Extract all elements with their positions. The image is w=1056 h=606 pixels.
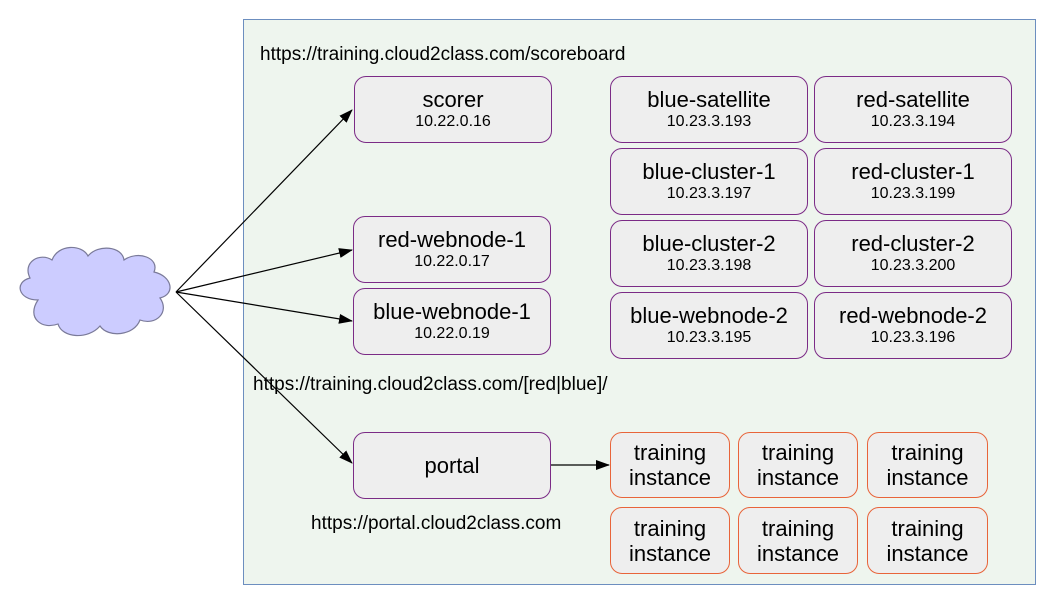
node-name: blue-webnode-2 <box>630 303 788 328</box>
node-ip: 10.23.3.195 <box>666 329 752 346</box>
cloud-icon <box>19 246 171 337</box>
node-ip: 10.23.3.200 <box>870 257 956 274</box>
node-name: blue-cluster-1 <box>642 159 776 184</box>
arrow-cloud-to-red-webnode-1 <box>175 248 353 293</box>
portal-node: portal <box>353 432 551 499</box>
red-webnode-2-node: red-webnode-2 10.23.3.196 <box>814 292 1012 359</box>
node-ip: 10.22.0.16 <box>415 113 491 130</box>
team-url: https://training.cloud2class.com/[red|bl… <box>253 374 608 395</box>
training-line-1: training <box>633 440 707 465</box>
scoreboard-url: https://training.cloud2class.com/scorebo… <box>260 44 626 65</box>
arrow-cloud-to-blue-webnode-1 <box>175 291 353 324</box>
node-name: scorer <box>422 87 484 112</box>
training-line-2: instance <box>886 540 969 566</box>
scorer-node: scorer 10.22.0.16 <box>354 76 552 143</box>
arrow-cloud-to-scorer <box>175 109 353 293</box>
node-name: red-cluster-2 <box>851 231 975 256</box>
training-instance: training instance <box>738 507 858 574</box>
training-instance: training instance <box>610 432 730 498</box>
blue-cluster-2-node: blue-cluster-2 10.23.3.198 <box>610 220 808 287</box>
training-instance: training instance <box>867 432 988 498</box>
training-line-1: training <box>761 440 835 465</box>
node-ip: 10.23.3.193 <box>666 113 752 130</box>
blue-webnode-1-node: blue-webnode-1 10.22.0.19 <box>353 288 551 355</box>
node-ip: 10.23.3.199 <box>870 185 956 202</box>
red-cluster-2-node: red-cluster-2 10.23.3.200 <box>814 220 1012 287</box>
red-webnode-1-node: red-webnode-1 10.22.0.17 <box>353 216 551 283</box>
blue-satellite-node: blue-satellite 10.23.3.193 <box>610 76 808 143</box>
training-line-1: training <box>633 515 707 541</box>
node-ip: 10.23.3.197 <box>666 185 752 202</box>
training-line-1: training <box>891 515 964 541</box>
training-line-2: instance <box>757 540 839 566</box>
node-name: blue-cluster-2 <box>642 231 776 256</box>
node-ip: 10.23.3.198 <box>666 257 752 274</box>
node-name: portal <box>424 453 480 478</box>
node-name: blue-satellite <box>647 87 771 112</box>
training-line-2: instance <box>629 540 711 566</box>
training-line-2: instance <box>886 465 969 490</box>
training-line-1: training <box>891 440 964 465</box>
node-name: red-webnode-2 <box>839 303 987 328</box>
node-ip: 10.22.0.17 <box>414 253 490 270</box>
training-line-2: instance <box>757 465 839 490</box>
red-cluster-1-node: red-cluster-1 10.23.3.199 <box>814 148 1012 215</box>
node-ip: 10.22.0.19 <box>414 325 490 342</box>
training-instance: training instance <box>610 507 730 574</box>
node-name: red-satellite <box>856 87 970 112</box>
training-instance: training instance <box>738 432 858 498</box>
node-name: red-webnode-1 <box>378 227 526 252</box>
blue-cluster-1-node: blue-cluster-1 10.23.3.197 <box>610 148 808 215</box>
portal-url: https://portal.cloud2class.com <box>311 513 562 534</box>
training-line-1: training <box>761 515 835 541</box>
red-satellite-node: red-satellite 10.23.3.194 <box>814 76 1012 143</box>
node-ip: 10.23.3.196 <box>870 329 956 346</box>
arrow-cloud-to-portal <box>175 291 353 464</box>
training-line-2: instance <box>629 465 711 490</box>
node-name: red-cluster-1 <box>851 159 975 184</box>
node-name: blue-webnode-1 <box>373 299 531 324</box>
training-instance: training instance <box>867 507 988 574</box>
blue-webnode-2-node: blue-webnode-2 10.23.3.195 <box>610 292 808 359</box>
node-ip: 10.23.3.194 <box>870 113 956 130</box>
